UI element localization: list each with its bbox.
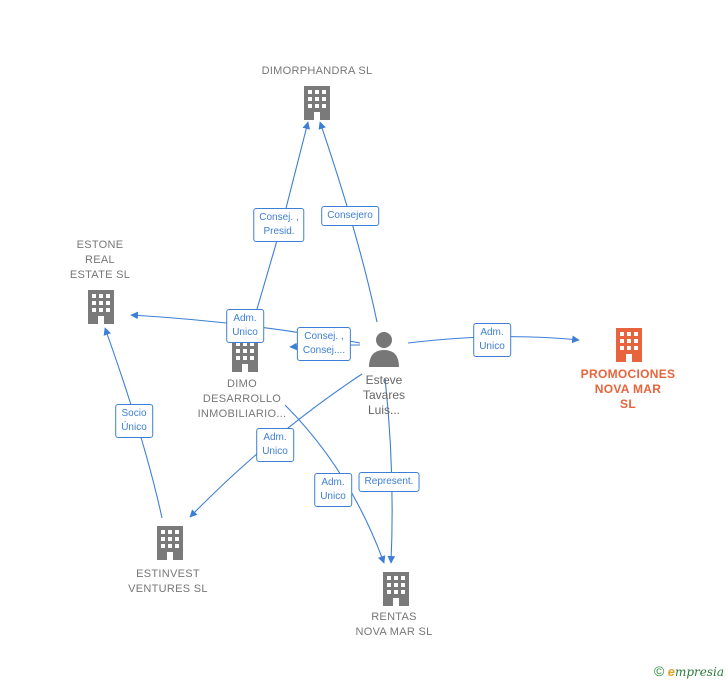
building-icon	[88, 290, 114, 324]
node-label-dimorphandra[interactable]: DIMORPHANDRA SL	[261, 65, 373, 77]
edge-label-consejero: Consejero	[321, 206, 379, 226]
edge-label-adm-unico-estinvest: Adm. Unico	[256, 428, 294, 462]
edge-esteve-rentas	[384, 377, 396, 564]
building-icon	[304, 86, 330, 120]
edge-label-consej-consej: Consej. , Consej....	[296, 327, 352, 361]
building-icon	[157, 526, 183, 560]
edge-label-adm-unico-rentas: Adm. Unico	[314, 473, 352, 507]
edge-esteve-dimorphandra	[318, 121, 378, 323]
node-label-promociones[interactable]: PROMOCIONES NOVA MAR SL	[580, 367, 676, 411]
building-icon	[232, 338, 258, 372]
edge-label-represent: Represent.	[358, 472, 420, 492]
building-icon-focus	[616, 328, 642, 362]
person-icon	[369, 332, 399, 367]
node-label-esteve[interactable]: Esteve Tavares Luis...	[362, 373, 406, 417]
brand-logo-letter: e	[667, 664, 675, 679]
node-label-estinvest[interactable]: ESTINVEST VENTURES SL	[128, 568, 208, 595]
copyright-symbol: ©	[654, 663, 665, 679]
brand-footer: © empresia	[654, 663, 724, 679]
node-label-estone[interactable]: ESTONE REAL ESTATE SL	[69, 239, 131, 281]
building-icon	[383, 572, 409, 606]
edge-label-adm-unico-promociones: Adm. Unico	[473, 323, 511, 357]
edge-label-consej-presid: Consej. , Presid.	[253, 208, 305, 242]
node-label-dimo[interactable]: DIMO DESARROLLO INMOBILIARIO...	[197, 378, 287, 420]
node-label-rentas[interactable]: RENTAS NOVA MAR SL	[355, 611, 433, 638]
edge-label-socio-unico: Socio Único	[115, 404, 153, 438]
edge-label-adm-unico-estone: Adm. Unico	[226, 309, 264, 343]
brand-logo-text: mpresia	[674, 665, 724, 679]
